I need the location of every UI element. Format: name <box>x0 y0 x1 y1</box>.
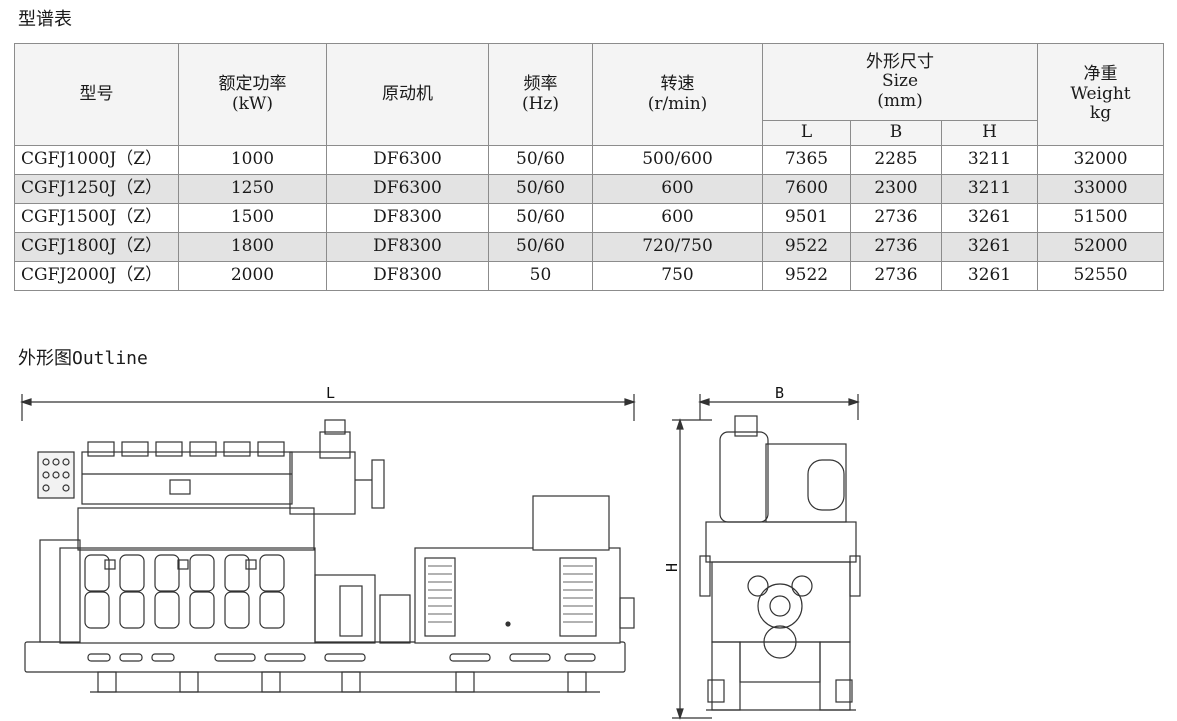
cell-weight: 52550 <box>1037 261 1164 291</box>
cell-size-L: 9522 <box>762 232 851 262</box>
outline-title: 外形图Outline <box>18 348 148 369</box>
header-speed: 转速(r/min) <box>592 43 763 146</box>
cell-speed: 750 <box>592 261 763 291</box>
table-row: CGFJ1500J（Z） 1500 DF8300 50/60 600 9501 … <box>14 203 1164 233</box>
cell-power: 1250 <box>178 174 327 204</box>
cell-power: 1500 <box>178 203 327 233</box>
header-size-B: B <box>850 120 942 146</box>
cell-speed: 600 <box>592 174 763 204</box>
cell-speed: 500/600 <box>592 145 763 175</box>
cell-weight: 51500 <box>1037 203 1164 233</box>
header-size-L: L <box>762 120 851 146</box>
table-row: CGFJ1800J（Z） 1800 DF8300 50/60 720/750 9… <box>14 232 1164 262</box>
cell-model: CGFJ1000J（Z） <box>14 145 179 175</box>
cell-engine: DF6300 <box>326 174 489 204</box>
cell-frequency: 50/60 <box>488 174 593 204</box>
cell-size-B: 2736 <box>850 203 942 233</box>
cell-model: CGFJ1500J（Z） <box>14 203 179 233</box>
cell-size-L: 9522 <box>762 261 851 291</box>
side-view <box>24 419 635 693</box>
front-view: B H <box>663 384 861 720</box>
cell-size-B: 2736 <box>850 261 942 291</box>
cell-frequency: 50/60 <box>488 145 593 175</box>
dimension-L: L <box>20 384 636 421</box>
label-B: B <box>775 384 784 402</box>
cell-size-H: 3211 <box>941 145 1038 175</box>
cell-engine: DF8300 <box>326 261 489 291</box>
header-model: 型号 <box>14 43 179 146</box>
cell-size-B: 2300 <box>850 174 942 204</box>
label-H: H <box>663 563 681 572</box>
header-frequency: 频率(Hz) <box>488 43 593 146</box>
cell-engine: DF8300 <box>326 232 489 262</box>
cell-size-L: 7365 <box>762 145 851 175</box>
cell-frequency: 50/60 <box>488 203 593 233</box>
cell-power: 2000 <box>178 261 327 291</box>
header-engine: 原动机 <box>326 43 489 146</box>
cell-size-L: 7600 <box>762 174 851 204</box>
spec-table-title: 型谱表 <box>18 9 72 30</box>
cell-model: CGFJ1800J（Z） <box>14 232 179 262</box>
header-power: 额定功率(kW) <box>178 43 327 146</box>
table-row: CGFJ1250J（Z） 1250 DF6300 50/60 600 7600 … <box>14 174 1164 204</box>
cell-engine: DF8300 <box>326 203 489 233</box>
cell-power: 1800 <box>178 232 327 262</box>
cell-power: 1000 <box>178 145 327 175</box>
cell-weight: 32000 <box>1037 145 1164 175</box>
cell-size-L: 9501 <box>762 203 851 233</box>
cell-model: CGFJ2000J（Z） <box>14 261 179 291</box>
cell-size-H: 3211 <box>941 174 1038 204</box>
table-row: CGFJ1000J（Z） 1000 DF6300 50/60 500/600 7… <box>14 145 1164 175</box>
table-row: CGFJ2000J（Z） 2000 DF8300 50 750 9522 273… <box>14 261 1164 291</box>
cell-frequency: 50/60 <box>488 232 593 262</box>
cell-speed: 720/750 <box>592 232 763 262</box>
cell-size-B: 2736 <box>850 232 942 262</box>
cell-size-H: 3261 <box>941 232 1038 262</box>
cell-engine: DF6300 <box>326 145 489 175</box>
header-size-H: H <box>941 120 1038 146</box>
outline-drawing: L <box>20 384 861 720</box>
cell-frequency: 50 <box>488 261 593 291</box>
cell-size-B: 2285 <box>850 145 942 175</box>
cell-model: CGFJ1250J（Z） <box>14 174 179 204</box>
label-L: L <box>326 384 335 402</box>
cell-speed: 600 <box>592 203 763 233</box>
cell-weight: 52000 <box>1037 232 1164 262</box>
cell-size-H: 3261 <box>941 261 1038 291</box>
cell-size-H: 3261 <box>941 203 1038 233</box>
cell-weight: 33000 <box>1037 174 1164 204</box>
